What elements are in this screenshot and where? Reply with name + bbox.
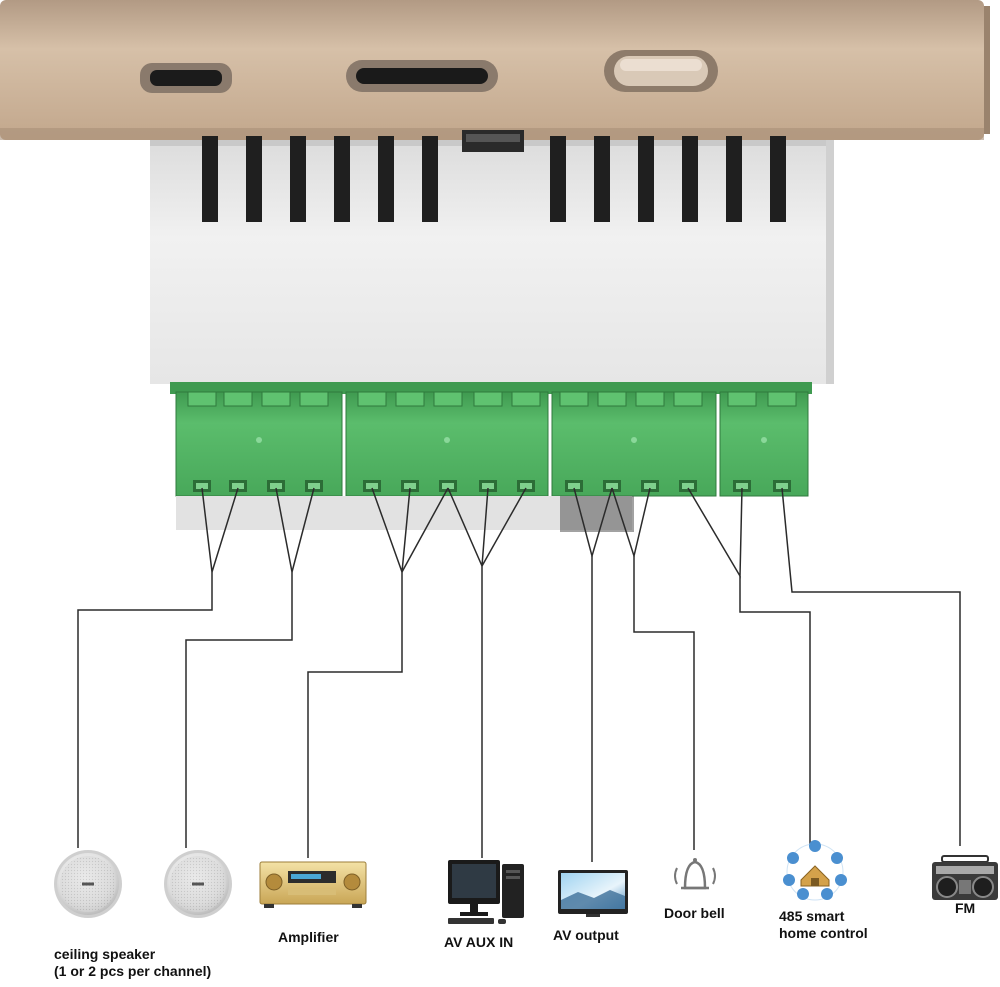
wire [781,487,961,846]
vent-slot [550,136,566,222]
connector-shadow [176,496,632,530]
vent-slot [422,136,438,222]
power-button[interactable] [604,50,718,92]
terminal-block-1 [175,391,343,497]
wire [185,572,293,848]
vent-slot [770,136,786,222]
ceiling-speaker-label-line2: (1 or 2 pcs per channel) [54,963,212,979]
wire [307,572,403,858]
vent-slot [378,136,394,222]
wire [481,487,527,567]
vent-slot [726,136,742,222]
wire [77,572,213,848]
wiring [77,487,961,862]
smart-home-label-line1: 485 smart [779,908,845,924]
smart-home-label: 485 smart home control [779,908,868,942]
ceiling-speaker-label-line1: ceiling speaker [54,946,156,962]
desktop-computer-icon [448,860,524,924]
terminal-block-4 [719,391,809,497]
ceiling-speaker-icon [54,850,122,918]
radio-boombox-icon [932,855,998,900]
tv-monitor-icon [558,870,628,917]
av-output-label: AV output [553,927,619,943]
vent-slot [290,136,306,222]
amplifier-label: Amplifier [278,929,339,945]
terminal-blocks [170,382,812,532]
terminal-block-2 [345,391,549,497]
wire [687,487,743,579]
smart-home-icon [783,840,847,901]
ceiling-speaker-icon [164,850,232,918]
terminal-rail [170,382,812,394]
sd-card-slot[interactable] [346,60,498,92]
smart-home-label-line2: home control [779,925,868,941]
vent-slot [594,136,610,222]
dip-switch [462,130,524,152]
vent-slot [638,136,654,222]
plug-shadow [560,496,634,532]
micro-usb-port[interactable] [140,63,232,93]
ceiling-speaker-label: ceiling speaker (1 or 2 pcs per channel) [54,946,211,980]
av-aux-in-label: AV AUX IN [444,934,514,950]
vent-slot [682,136,698,222]
amplifier-icon [259,861,367,908]
terminal-block-3 [551,391,717,497]
wire [633,556,695,850]
fm-label: FM [955,900,976,916]
vent-slot [202,136,218,222]
vent-slot [246,136,262,222]
wire [739,576,811,846]
wire [401,487,449,573]
ventilation-slots [202,136,786,222]
door-bell-label: Door bell [664,905,725,921]
vent-slot [334,136,350,222]
bell-icon [674,858,716,890]
